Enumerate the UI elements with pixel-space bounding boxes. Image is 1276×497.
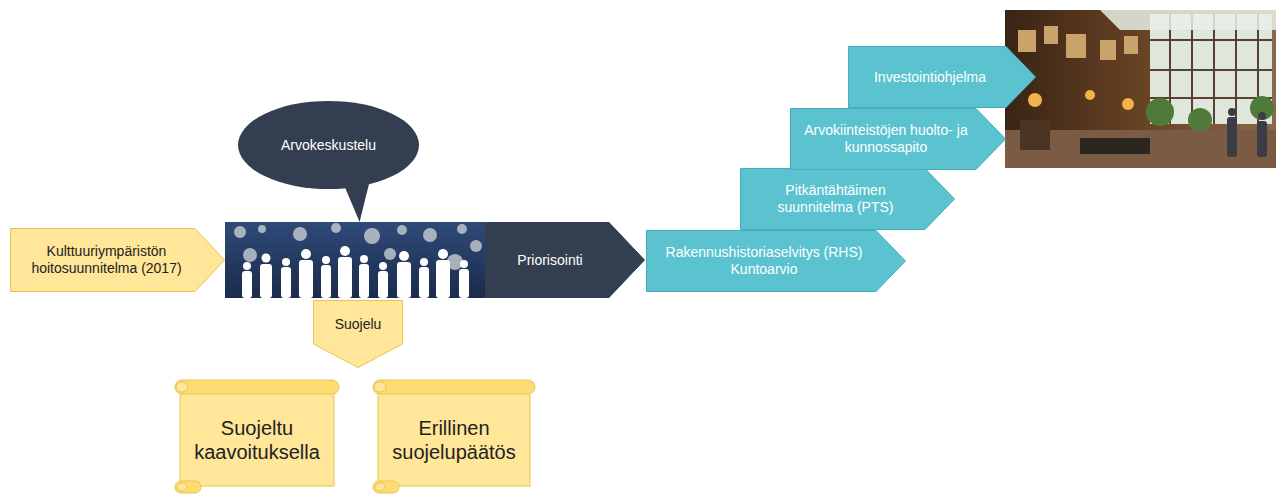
step-arrow: Rakennushistoriaselvitys (RHS) Kuntoarvi…: [646, 230, 906, 292]
node-text: Arvokeskustelu: [281, 137, 376, 154]
text-area: Pitkäntähtäimen suunnitelma (PTS): [746, 172, 925, 226]
text-area: Kulttuuriympäristön hoitosuunnitelma (20…: [20, 234, 193, 286]
node-text: Suojelu: [335, 316, 382, 333]
node-text: Priorisointi: [517, 252, 582, 269]
node-text: Rakennushistoriaselvitys (RHS) Kuntoarvi…: [652, 244, 876, 278]
interior-photo: [1005, 10, 1276, 168]
text-area: Arvokiinteistöjen huolto- ja kunnossapit…: [796, 112, 976, 166]
node-text: Suojeltu kaavoituksella: [186, 416, 328, 464]
text-area: Rakennushistoriaselvitys (RHS) Kuntoarvi…: [652, 234, 876, 288]
crowd-picture: [225, 222, 485, 298]
node-text: Pitkäntähtäimen suunnitelma (PTS): [746, 182, 925, 216]
node-text: Kulttuuriympäristön hoitosuunnitelma (20…: [20, 243, 193, 277]
shape-outline: [237, 100, 420, 222]
start-arrow: Kulttuuriympäristön hoitosuunnitelma (20…: [10, 228, 225, 292]
node-text: Arvokiinteistöjen huolto- ja kunnossapit…: [796, 122, 976, 156]
protection-arrow: Suojelu: [313, 300, 403, 368]
node-text: Erillinen suojelupäätös: [384, 416, 524, 464]
speech-bubble: Arvokeskustelu: [237, 100, 420, 222]
text-area: Suojelu: [317, 304, 399, 344]
shape-outline: [313, 300, 403, 368]
node-text: Investointiohjelma: [874, 69, 986, 86]
text-area: Arvokeskustelu: [251, 106, 406, 184]
text-area: Priorisointi: [491, 228, 609, 292]
step-arrow: Pitkäntähtäimen suunnitelma (PTS): [740, 168, 955, 230]
scroll-document: Suojeltu kaavoituksella: [172, 378, 342, 495]
scroll-document: Erillinen suojelupäätös: [370, 378, 538, 495]
text-area: Erillinen suojelupäätös: [384, 398, 524, 481]
step-arrow: Arvokiinteistöjen huolto- ja kunnossapit…: [790, 108, 1006, 170]
text-area: Investointiohjelma: [854, 50, 1006, 104]
step-arrow: Investointiohjelma: [848, 46, 1036, 108]
text-area: Suojeltu kaavoituksella: [186, 398, 328, 481]
priority-arrow: Priorisointi: [485, 222, 645, 298]
